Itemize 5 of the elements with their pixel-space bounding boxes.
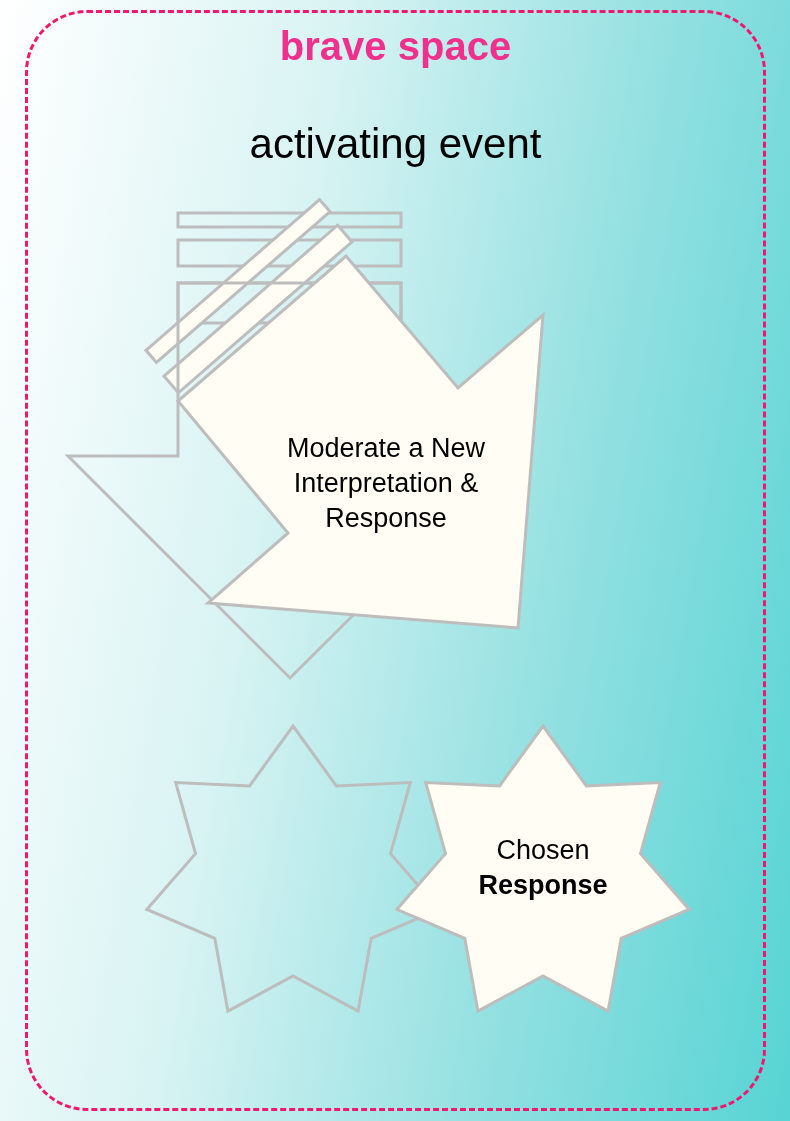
dashed-frame	[25, 10, 766, 1111]
node-text: Moderate a New Interpretation & Response	[285, 432, 487, 535]
heading: activating event	[248, 119, 543, 169]
frame-title: brave space	[278, 23, 513, 69]
node-text: Chosen Response	[477, 834, 609, 902]
